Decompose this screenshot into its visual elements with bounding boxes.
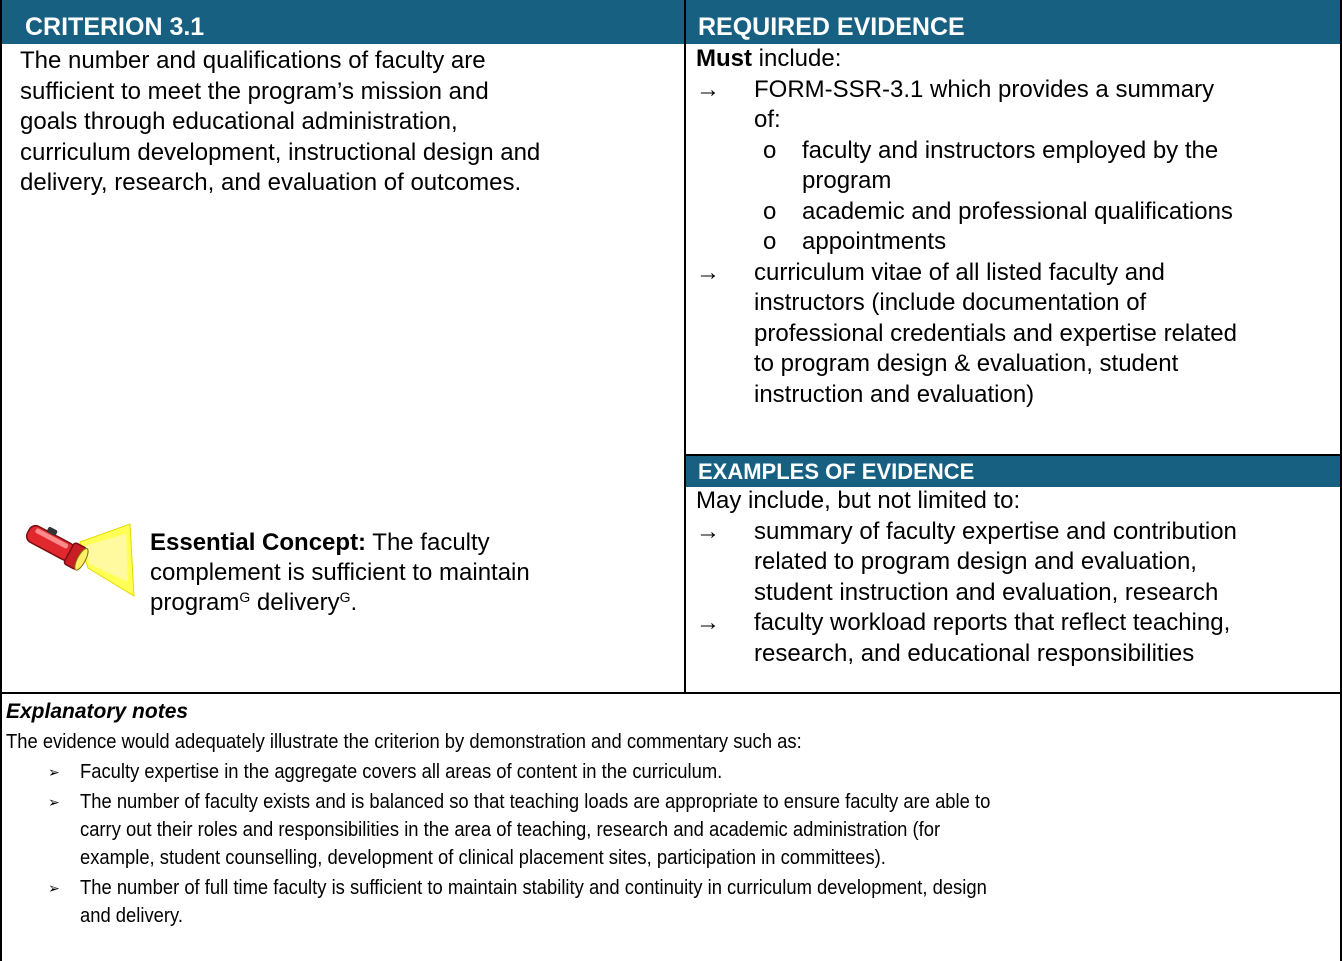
criterion-line: curriculum development, instructional de… xyxy=(20,138,541,166)
circle-bullet-icon: o xyxy=(763,228,777,255)
item-line: instructors (include documentation of xyxy=(754,289,1147,316)
table-border-right xyxy=(1340,0,1342,961)
note-line: The number of full time faculty is suffi… xyxy=(80,874,1337,902)
glossary-marker: G xyxy=(239,589,251,605)
glossary-marker: G xyxy=(339,589,351,605)
note-line-text: The number of full time faculty is suffi… xyxy=(80,877,987,899)
criterion-text: The number and qualifications of faculty… xyxy=(20,46,680,199)
concept-line-3: programG deliveryG. xyxy=(150,588,610,618)
examples-divider xyxy=(684,454,1342,456)
column-divider xyxy=(684,0,686,694)
required-evidence-header: REQUIRED EVIDENCE xyxy=(686,0,1342,44)
item-line: program xyxy=(802,167,892,194)
note-line: Faculty expertise in the aggregate cover… xyxy=(80,758,1337,786)
examples-evidence-body: May include, but not limited to: → summa… xyxy=(696,486,1342,669)
arrow-bullet-icon: → xyxy=(696,258,720,286)
note-line-text: The number of faculty exists and is bala… xyxy=(80,791,991,813)
explanatory-notes: Explanatory notes The evidence would ade… xyxy=(2,694,1337,930)
flashlight-icon xyxy=(25,523,135,597)
item-line: FORM-SSR-3.1 which provides a summary xyxy=(754,75,1215,103)
required-evidence-title: REQUIRED EVIDENCE xyxy=(698,13,965,41)
arrow-bullet-icon: → xyxy=(696,517,720,545)
arrowhead-bullet-icon: ➢ xyxy=(48,794,60,810)
list-item: → faculty workload reports that reflect … xyxy=(696,608,1342,669)
criterion-line: goals through educational administration… xyxy=(20,108,458,135)
list-item: → curriculum vitae of all listed faculty… xyxy=(696,258,1342,411)
concept-word: program xyxy=(150,589,240,616)
note-line-text: Faculty expertise in the aggregate cover… xyxy=(80,761,723,783)
concept-label: Essential Concept: xyxy=(150,529,367,556)
item-line: to program design & evaluation, student xyxy=(754,350,1179,377)
concept-word: delivery xyxy=(250,589,340,616)
notes-title: Explanatory notes xyxy=(6,700,189,723)
item-line: curriculum vitae of all listed faculty a… xyxy=(754,258,1165,286)
concept-line-1: Essential Concept: The faculty xyxy=(150,528,610,558)
must-rest: include: xyxy=(752,45,842,72)
sub-list-item: o faculty and instructors employed by th… xyxy=(696,136,1342,197)
examples-evidence-header: EXAMPLES OF EVIDENCE xyxy=(686,456,1342,487)
must-include: Must include: xyxy=(696,44,1342,75)
table-border-left xyxy=(0,0,2,961)
examples-intro: May include, but not limited to: xyxy=(696,487,1021,514)
arrowhead-bullet-icon: ➢ xyxy=(48,764,60,780)
note-line: carry out their roles and responsibiliti… xyxy=(80,816,1337,844)
criterion-header: CRITERION 3.1 xyxy=(0,0,684,44)
item-line: summary of faculty expertise and contrib… xyxy=(754,517,1237,545)
item-line: student instruction and evaluation, rese… xyxy=(754,578,1219,606)
notes-intro-text: The evidence would adequately illustrate… xyxy=(6,731,802,753)
item-line: professional credentials and expertise r… xyxy=(754,319,1237,347)
criterion-line: sufficient to meet the program’s mission… xyxy=(20,77,489,105)
list-item: → summary of faculty expertise and contr… xyxy=(696,517,1342,609)
note-line: and delivery. xyxy=(80,902,1337,930)
note-line-text: carry out their roles and responsibiliti… xyxy=(80,819,941,841)
section-divider xyxy=(0,692,1342,694)
list-item: → FORM-SSR-3.1 which provides a summary … xyxy=(696,75,1342,136)
criterion-title: CRITERION 3.1 xyxy=(25,13,205,41)
essential-concept: Essential Concept: The faculty complemen… xyxy=(150,528,610,618)
note-item: ➢ The number of full time faculty is suf… xyxy=(2,874,1337,930)
item-line: instruction and evaluation) xyxy=(754,380,1035,408)
arrow-bullet-icon: → xyxy=(696,75,720,103)
examples-evidence-title: EXAMPLES OF EVIDENCE xyxy=(698,459,975,484)
required-evidence-body: Must include: → FORM-SSR-3.1 which provi… xyxy=(696,44,1342,410)
note-line-text: and delivery. xyxy=(80,905,183,927)
item-line: related to program design and evaluation… xyxy=(754,548,1197,575)
note-item: ➢ The number of faculty exists and is ba… xyxy=(2,788,1337,872)
item-line: academic and professional qualifications xyxy=(802,197,1233,225)
item-line: research, and educational responsibiliti… xyxy=(754,639,1195,667)
arrow-bullet-icon: → xyxy=(696,609,720,636)
note-line: example, student counselling, developmen… xyxy=(80,844,1337,872)
item-line: faculty workload reports that reflect te… xyxy=(754,609,1231,636)
sub-list-item: o appointments xyxy=(696,227,1342,258)
criterion-line: delivery, research, and evaluation of ou… xyxy=(20,169,522,196)
note-item: ➢ Faculty expertise in the aggregate cov… xyxy=(2,758,1337,786)
must-bold: Must xyxy=(696,45,752,72)
notes-intro: The evidence would adequately illustrate… xyxy=(2,728,1337,756)
note-line-text: example, student counselling, developmen… xyxy=(80,847,886,869)
concept-line-2: complement is sufficient to maintain xyxy=(150,559,530,586)
item-line: appointments xyxy=(802,228,947,255)
circle-bullet-icon: o xyxy=(763,197,777,225)
concept-period: . xyxy=(350,589,358,616)
concept-text: The faculty xyxy=(366,529,490,556)
sub-list-item: o academic and professional qualificatio… xyxy=(696,197,1342,228)
item-line: faculty and instructors employed by the xyxy=(802,136,1219,164)
arrowhead-bullet-icon: ➢ xyxy=(48,880,60,896)
item-line: of: xyxy=(754,106,781,133)
circle-bullet-icon: o xyxy=(763,136,777,164)
note-line: The number of faculty exists and is bala… xyxy=(80,788,1337,816)
criterion-line: The number and qualifications of faculty… xyxy=(20,47,486,74)
